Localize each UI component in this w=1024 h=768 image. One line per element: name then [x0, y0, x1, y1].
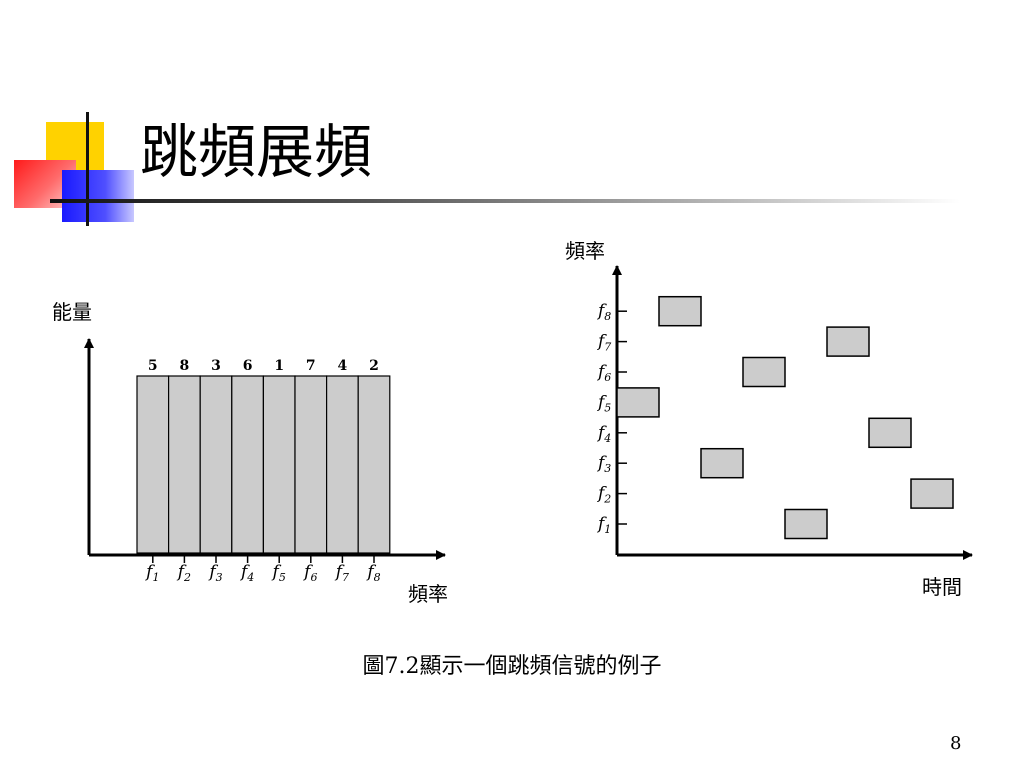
bar-top-label: 1 [274, 358, 284, 374]
bar-top-label: 6 [243, 358, 253, 374]
frequency-bar [199, 375, 233, 554]
left-y-axis-label: 能量 [52, 300, 92, 324]
frequency-bar [262, 375, 296, 554]
x-tick-label: f2 [176, 562, 191, 584]
bar-top-label: 7 [306, 358, 316, 374]
y-tick-label: f4 [596, 423, 611, 445]
right-x-axis-label: 時間 [922, 575, 962, 599]
hop-box [784, 508, 828, 540]
figure-caption: 圖7.2顯示一個跳頻信號的例子 [362, 654, 662, 679]
y-tick-label: f6 [596, 362, 611, 384]
y-tick-label: f8 [596, 301, 611, 323]
decor-blue-square [62, 170, 134, 222]
x-tick-label: f4 [239, 562, 254, 584]
y-tick-label: f3 [596, 453, 611, 475]
left-x-axis-label: 頻率 [408, 582, 448, 606]
y-tick-label: f2 [596, 484, 611, 506]
frequency-bar [294, 375, 328, 554]
right-ticks-group: f1 f2 f3 f4 f5 f6 f7 f8 [596, 301, 627, 536]
frequency-bar [231, 375, 265, 554]
y-tick-label: f7 [596, 332, 611, 354]
title-underline [50, 199, 960, 203]
bar-top-label: 8 [180, 358, 190, 374]
x-tick-label: f8 [365, 562, 380, 584]
y-tick-label: f1 [596, 514, 611, 536]
frequency-bar [357, 375, 391, 554]
x-tick-label: f7 [334, 562, 349, 584]
hop-box [910, 478, 954, 509]
hop-box [700, 447, 744, 479]
slide-title: 跳頻展頻 [140, 118, 373, 186]
x-tick-label: f1 [144, 562, 159, 584]
decor-vertical-line [86, 112, 89, 226]
hop-box [826, 326, 870, 357]
right-y-axis-label: 頻率 [565, 239, 605, 263]
bar-top-label: 5 [148, 358, 158, 374]
bar-top-label: 2 [369, 358, 379, 374]
hop-box [868, 417, 912, 449]
x-tick-label: f6 [302, 562, 317, 584]
hop-box [616, 387, 660, 418]
x-tick-label: f3 [207, 562, 222, 584]
y-tick-label: f5 [596, 392, 611, 414]
x-tick-label: f5 [271, 562, 286, 584]
bar-top-label: 3 [211, 358, 221, 374]
page-number: 8 [950, 733, 962, 754]
hop-box [658, 295, 702, 327]
right-boxes-group [616, 295, 954, 540]
left-bars-group: 5 f1 8 f2 3 f3 6 f4 1 f5 7 f6 4 f7 2 f8 [136, 358, 391, 584]
bar-top-label: 4 [338, 358, 348, 374]
hop-box [742, 356, 786, 388]
